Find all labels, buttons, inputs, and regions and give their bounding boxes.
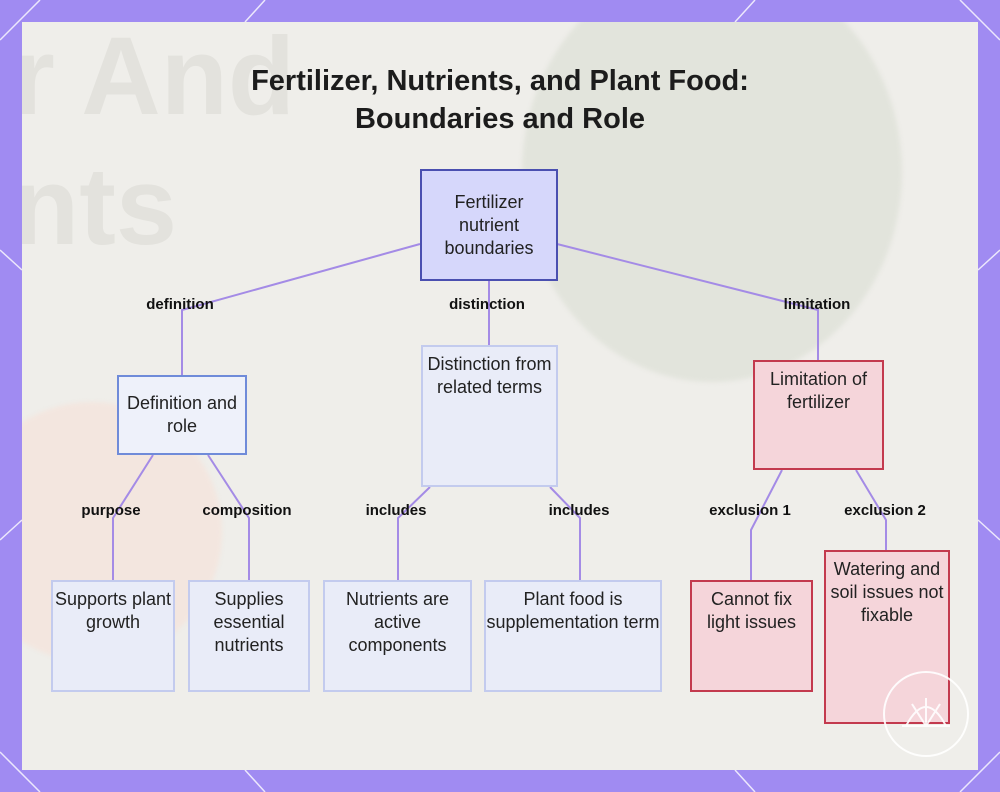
edge-limitation: [556, 243, 819, 360]
edge-label-exclusion-2: exclusion 2: [844, 502, 926, 519]
node-supplies-nutrients: Supplies essential nutrients: [188, 580, 310, 692]
edge-label-composition: composition: [202, 502, 292, 519]
edge-exclusion-1: [750, 469, 783, 580]
edge-label-limitation: limitation: [783, 296, 851, 313]
node-distinction: Distinction from related terms: [421, 345, 558, 487]
edge-purpose: [112, 454, 154, 580]
edge-label-exclusion-1: exclusion 1: [709, 502, 791, 519]
node-root: Fertilizer nutrient boundaries: [420, 169, 558, 281]
edge-definition: [181, 243, 421, 375]
node-limitation: Limitation of fertilizer: [753, 360, 884, 470]
node-supports-growth: Supports plant growth: [51, 580, 175, 692]
node-watering-soil: Watering and soil issues not fixable: [824, 550, 950, 724]
edge-includes-1: [397, 486, 431, 580]
edge-includes-2: [549, 486, 581, 580]
logo-icon: [883, 671, 969, 757]
edge-composition: [207, 454, 250, 580]
background-leaf-shape: [522, 22, 902, 382]
node-definition: Definition and role: [117, 375, 247, 455]
edge-exclusion-2: [855, 469, 887, 550]
node-nutrients-active: Nutrients are active components: [323, 580, 472, 692]
edge-label-includes-1: includes: [365, 502, 427, 519]
background-text: r And nts: [22, 22, 296, 268]
node-cannot-fix-light: Cannot fix light issues: [690, 580, 813, 692]
diagram-title: Fertilizer, Nutrients, and Plant Food: B…: [251, 65, 749, 135]
edge-label-purpose: purpose: [81, 502, 141, 519]
edge-label-includes-2: includes: [548, 502, 610, 519]
edge-label-definition: definition: [146, 296, 214, 313]
node-plant-food: Plant food is supplementation term: [484, 580, 662, 692]
edge-label-distinction: distinction: [449, 296, 525, 313]
